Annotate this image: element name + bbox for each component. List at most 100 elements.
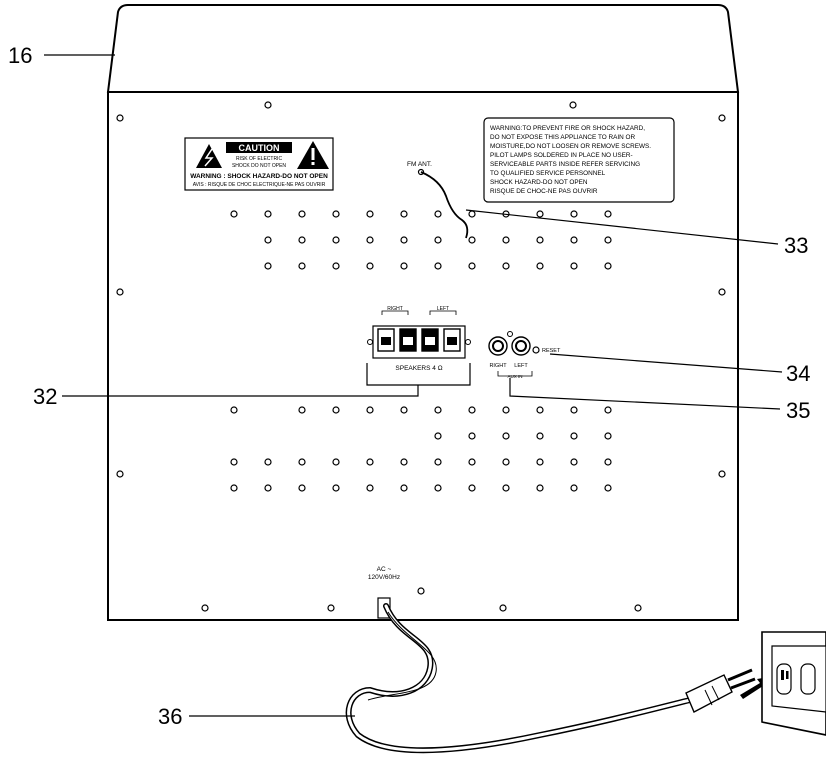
- vent-hole: [400, 210, 408, 218]
- aux-in-jacks: RIGHT LEFT AUX IN: [488, 331, 533, 379]
- warning-line: SERVICEABLE PARTS INSIDE REFER SERVICING: [490, 161, 640, 168]
- callout-36: 36: [158, 704, 182, 729]
- vent-hole: [604, 406, 612, 414]
- vent-hole: [468, 236, 476, 244]
- speakers-label: SPEAKERS 4 Ω: [395, 365, 442, 372]
- vent-hole: [502, 236, 510, 244]
- vent-hole: [536, 262, 544, 270]
- vent-hole: [502, 484, 510, 492]
- vent-hole: [230, 484, 238, 492]
- vent-hole: [604, 236, 612, 244]
- vent-hole: [468, 262, 476, 270]
- screw-holes: [116, 101, 726, 612]
- fm-antenna-wire: [420, 171, 469, 239]
- vent-hole: [570, 210, 578, 218]
- speaker-terminal: [421, 328, 439, 352]
- vent-hole: [536, 210, 544, 218]
- power-plug: [685, 668, 774, 713]
- speaker-terminal: [399, 328, 417, 352]
- vent-hole: [604, 458, 612, 466]
- vent-hole: [502, 432, 510, 440]
- vent-hole: [570, 432, 578, 440]
- vent-hole: [332, 236, 340, 244]
- vent-hole: [468, 458, 476, 466]
- callout-34: 34: [786, 361, 810, 386]
- vent-hole: [332, 210, 340, 218]
- top-cover: [106, 4, 740, 93]
- speaker-terminal: [443, 328, 461, 352]
- vent-hole: [434, 406, 442, 414]
- ventilation-holes: [230, 210, 612, 492]
- vent-hole: [332, 458, 340, 466]
- vent-hole: [570, 406, 578, 414]
- warning-line: SHOCK HAZARD-DO NOT OPEN: [490, 179, 588, 186]
- wall-outlet: [761, 631, 826, 736]
- warning-line: RISQUE DE CHOC-NE PAS OUVRIR: [490, 188, 598, 195]
- vent-hole: [298, 236, 306, 244]
- vent-hole: [570, 236, 578, 244]
- vent-hole: [230, 406, 238, 414]
- vent-hole: [536, 432, 544, 440]
- vent-hole: [366, 262, 374, 270]
- aux-right-label: RIGHT: [489, 363, 507, 369]
- callout-32: 32: [33, 384, 57, 409]
- speaker-right-label: RIGHT: [387, 306, 403, 312]
- vent-hole: [468, 432, 476, 440]
- vent-hole: [298, 210, 306, 218]
- ac-label-line2: 120V/60Hz: [368, 574, 400, 581]
- vent-hole: [570, 484, 578, 492]
- vent-hole: [298, 406, 306, 414]
- vent-hole: [400, 406, 408, 414]
- callout-16: 16: [8, 43, 32, 68]
- vent-hole: [468, 484, 476, 492]
- vent-hole: [230, 210, 238, 218]
- vent-hole: [298, 484, 306, 492]
- vent-hole: [604, 484, 612, 492]
- vent-hole: [264, 484, 272, 492]
- power-cord: [345, 597, 693, 754]
- caution-warning-text: WARNING : SHOCK HAZARD-DO NOT OPEN: [190, 173, 328, 180]
- vent-hole: [604, 432, 612, 440]
- vent-hole: [366, 210, 374, 218]
- speaker-terminals: RIGHT LEFT SPEAKERS 4 Ω: [367, 306, 471, 372]
- aux-in-label: AUX IN: [507, 374, 522, 379]
- vent-hole: [468, 210, 476, 218]
- vent-hole: [468, 406, 476, 414]
- aux-left-label: LEFT: [514, 363, 528, 369]
- vent-hole: [536, 406, 544, 414]
- vent-hole: [434, 262, 442, 270]
- fm-ant-label: FM ANT.: [407, 161, 432, 168]
- vent-hole: [570, 262, 578, 270]
- lightning-warning-icon: [196, 144, 222, 168]
- vent-hole: [366, 406, 374, 414]
- vent-hole: [366, 484, 374, 492]
- vent-hole: [230, 458, 238, 466]
- vent-hole: [264, 262, 272, 270]
- vent-hole: [536, 484, 544, 492]
- vent-hole: [434, 432, 442, 440]
- vent-hole: [264, 210, 272, 218]
- warning-box: WARNING:TO PREVENT FIRE OR SHOCK HAZARD,…: [483, 117, 675, 203]
- vent-hole: [298, 458, 306, 466]
- vent-hole: [264, 236, 272, 244]
- reset-button: [532, 346, 540, 354]
- warning-line: TO QUALIFIED SERVICE PERSONNEL: [490, 170, 606, 177]
- vent-hole: [400, 236, 408, 244]
- vent-hole: [502, 262, 510, 270]
- vent-hole: [400, 484, 408, 492]
- vent-hole: [332, 262, 340, 270]
- vent-hole: [570, 458, 578, 466]
- fm-antenna: FM ANT.: [407, 161, 469, 239]
- caution-line1: RISK OF ELECTRIC: [236, 156, 283, 162]
- vent-hole: [536, 236, 544, 244]
- speaker-terminal: [377, 328, 395, 352]
- vent-hole: [298, 262, 306, 270]
- vent-hole: [536, 458, 544, 466]
- warning-line: WARNING:TO PREVENT FIRE OR SHOCK HAZARD,: [490, 125, 645, 132]
- callout-33: 33: [784, 233, 808, 258]
- vent-hole: [332, 484, 340, 492]
- caution-avis-text: AVIS : RISQUE DE CHOC ELECTRIQUE-NE PAS …: [193, 182, 326, 188]
- caution-title: CAUTION: [239, 143, 280, 153]
- vent-hole: [400, 458, 408, 466]
- vent-hole: [502, 406, 510, 414]
